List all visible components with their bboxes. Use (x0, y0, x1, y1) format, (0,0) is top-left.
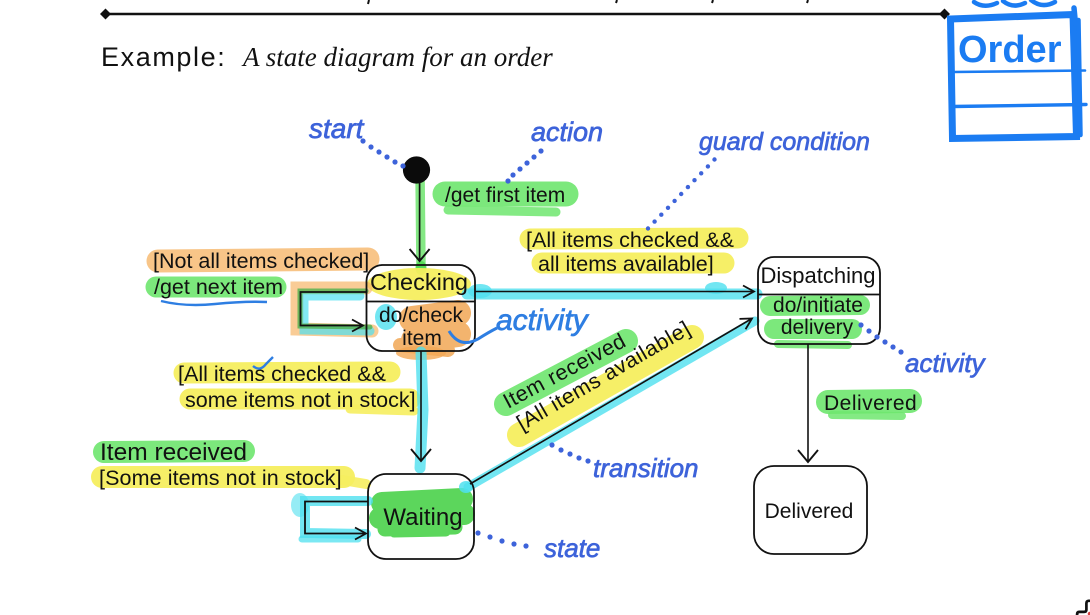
svg-text:delivery: delivery (781, 316, 854, 339)
svg-text:start: start (309, 113, 365, 144)
svg-text:item: item (402, 327, 442, 350)
svg-text:some items not in stock]: some items not in stock] (185, 388, 416, 412)
svg-text:activity: activity (905, 348, 986, 378)
svg-text:Delivered: Delivered (765, 500, 854, 523)
svg-text:Checking: Checking (370, 269, 468, 295)
svg-text:action: action (531, 117, 603, 147)
svg-text:[All items checked &&: [All items checked && (526, 228, 734, 252)
svg-text:Dispatching: Dispatching (761, 263, 876, 288)
svg-text:[All items checked &&: [All items checked && (178, 362, 386, 386)
svg-text:/get next item: /get next item (154, 275, 283, 299)
svg-text:state: state (544, 533, 600, 563)
svg-text:guard condition: guard condition (699, 128, 870, 156)
svg-text:/get first item: /get first item (445, 184, 565, 207)
svg-text:Item received: Item received (100, 439, 247, 466)
svg-text:Waiting: Waiting (383, 504, 462, 531)
svg-text:Order: Order (958, 29, 1062, 71)
svg-text:transition: transition (593, 453, 699, 483)
svg-text:Example:: Example: (101, 42, 226, 72)
svg-text:Delivered: Delivered (824, 392, 917, 415)
svg-text:[Not all items checked]: [Not all items checked] (153, 249, 369, 273)
svg-text:activity: activity (496, 304, 590, 337)
svg-text:do/initiate: do/initiate (773, 294, 863, 317)
svg-text:[Some items not in stock]: [Some items not in stock] (99, 466, 342, 490)
svg-text:do/check: do/check (379, 304, 464, 327)
svg-text:A state diagram for an order: A state diagram for an order (241, 42, 553, 72)
svg-text:all items available]: all items available] (538, 252, 714, 276)
